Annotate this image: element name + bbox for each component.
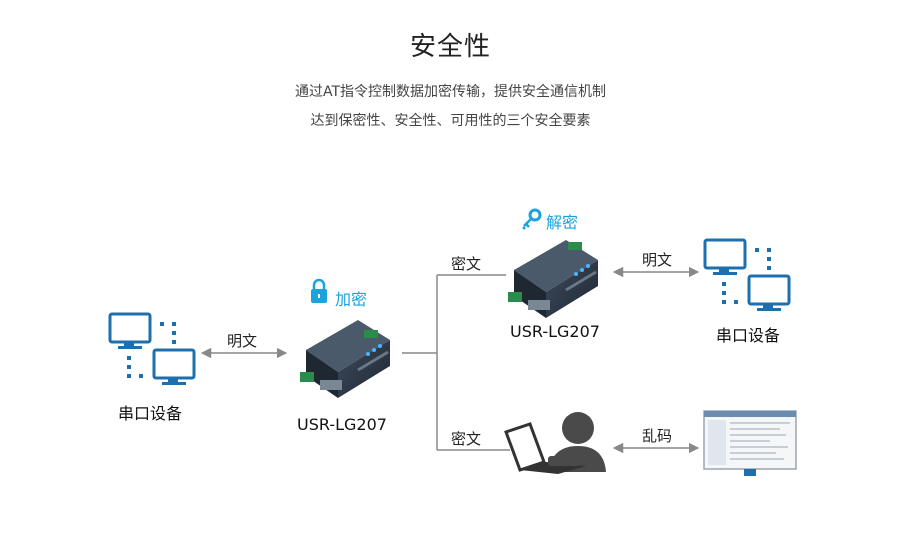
- device-left-label: USR-LG207: [297, 415, 387, 434]
- serial-device-right-icon: [703, 238, 791, 311]
- cipher-bottom-label: 密文: [451, 430, 482, 448]
- serial-device-left-label: 串口设备: [118, 404, 183, 423]
- key-icon: [522, 208, 542, 230]
- serial-device-right-label: 串口设备: [716, 326, 781, 345]
- plain-right-label: 明文: [642, 251, 673, 269]
- decrypt-label: 解密: [546, 213, 579, 232]
- usr-lg207-left-device: [300, 320, 390, 398]
- encrypt-label: 加密: [335, 290, 368, 309]
- usr-lg207-right-device: [508, 240, 598, 318]
- lock-icon: [311, 278, 327, 303]
- description-line-1: 通过AT指令控制数据加密传输，提供安全通信机制: [294, 84, 607, 100]
- garbled-monitor-icon: [703, 410, 797, 476]
- plain-left-label: 明文: [227, 332, 258, 350]
- garbled-label: 乱码: [642, 427, 673, 445]
- serial-device-left-icon: [108, 312, 196, 385]
- cipher-top-label: 密文: [451, 255, 482, 273]
- description-line-2: 达到保密性、安全性、可用性的三个安全要素: [310, 113, 591, 129]
- eavesdropper-person-icon: [504, 412, 606, 474]
- device-right-label: USR-LG207: [510, 322, 600, 341]
- page-title: 安全性: [409, 32, 491, 62]
